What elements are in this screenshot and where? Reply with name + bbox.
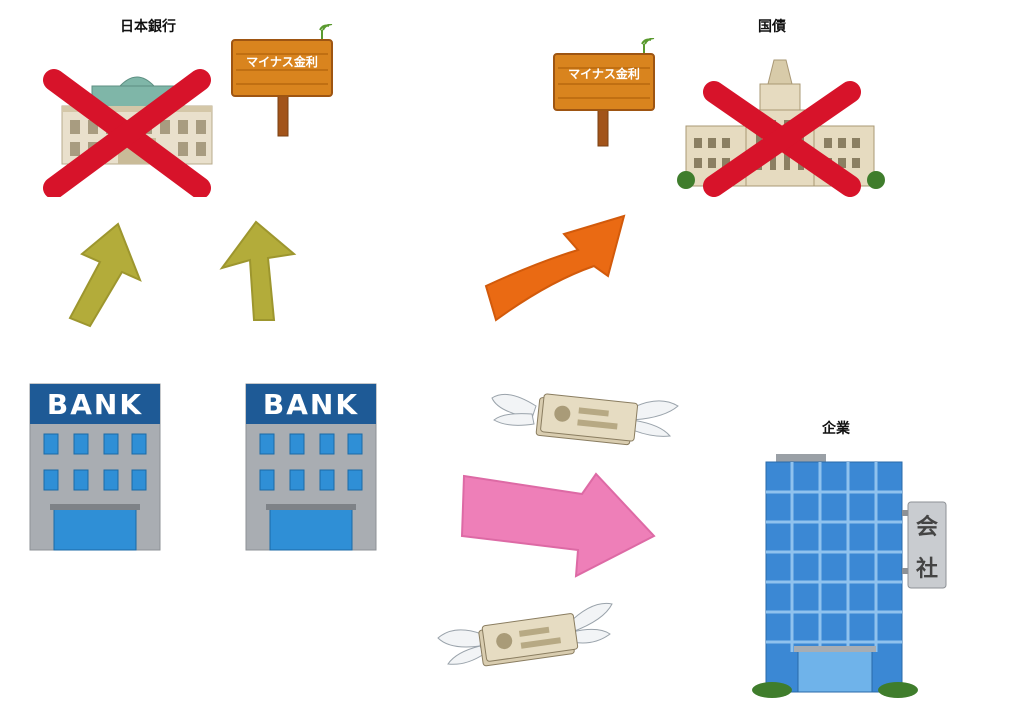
sign-left-text: マイナス金利 (246, 54, 318, 69)
flying-money-bottom-icon (437, 602, 613, 667)
negative-rate-sign-right-icon: マイナス金利 (553, 38, 655, 147)
arrow-to-company-icon (460, 472, 656, 578)
boj-building-icon (43, 69, 213, 197)
company-building-icon: 会 社 (752, 454, 947, 698)
label-jgb: 国債 (758, 19, 786, 35)
diet-building-icon (677, 59, 885, 197)
arrow-bank2-to-sign-icon (219, 220, 297, 321)
bank-building-1-icon: BANK (29, 383, 161, 551)
label-company: 企業 (822, 421, 850, 437)
bank-building-2-icon: BANK (245, 383, 377, 551)
bank-2-sign: BANK (263, 388, 359, 421)
jgb-cross-icon (703, 81, 861, 197)
company-sign-char-1: 会 (916, 514, 938, 540)
sign-right-text: マイナス金利 (568, 66, 640, 81)
arrow-bank1-to-boj-icon (68, 222, 142, 328)
label-boj: 日本銀行 (120, 19, 176, 35)
boj-cross-icon (43, 69, 211, 197)
arrow-to-jgb-icon (484, 214, 626, 322)
negative-rate-sign-left-icon: マイナス金利 (231, 24, 333, 137)
company-sign-char-2: 社 (916, 556, 938, 582)
bank-1-sign: BANK (47, 388, 143, 421)
flying-money-top-icon (491, 393, 679, 446)
diet-building (677, 59, 885, 189)
